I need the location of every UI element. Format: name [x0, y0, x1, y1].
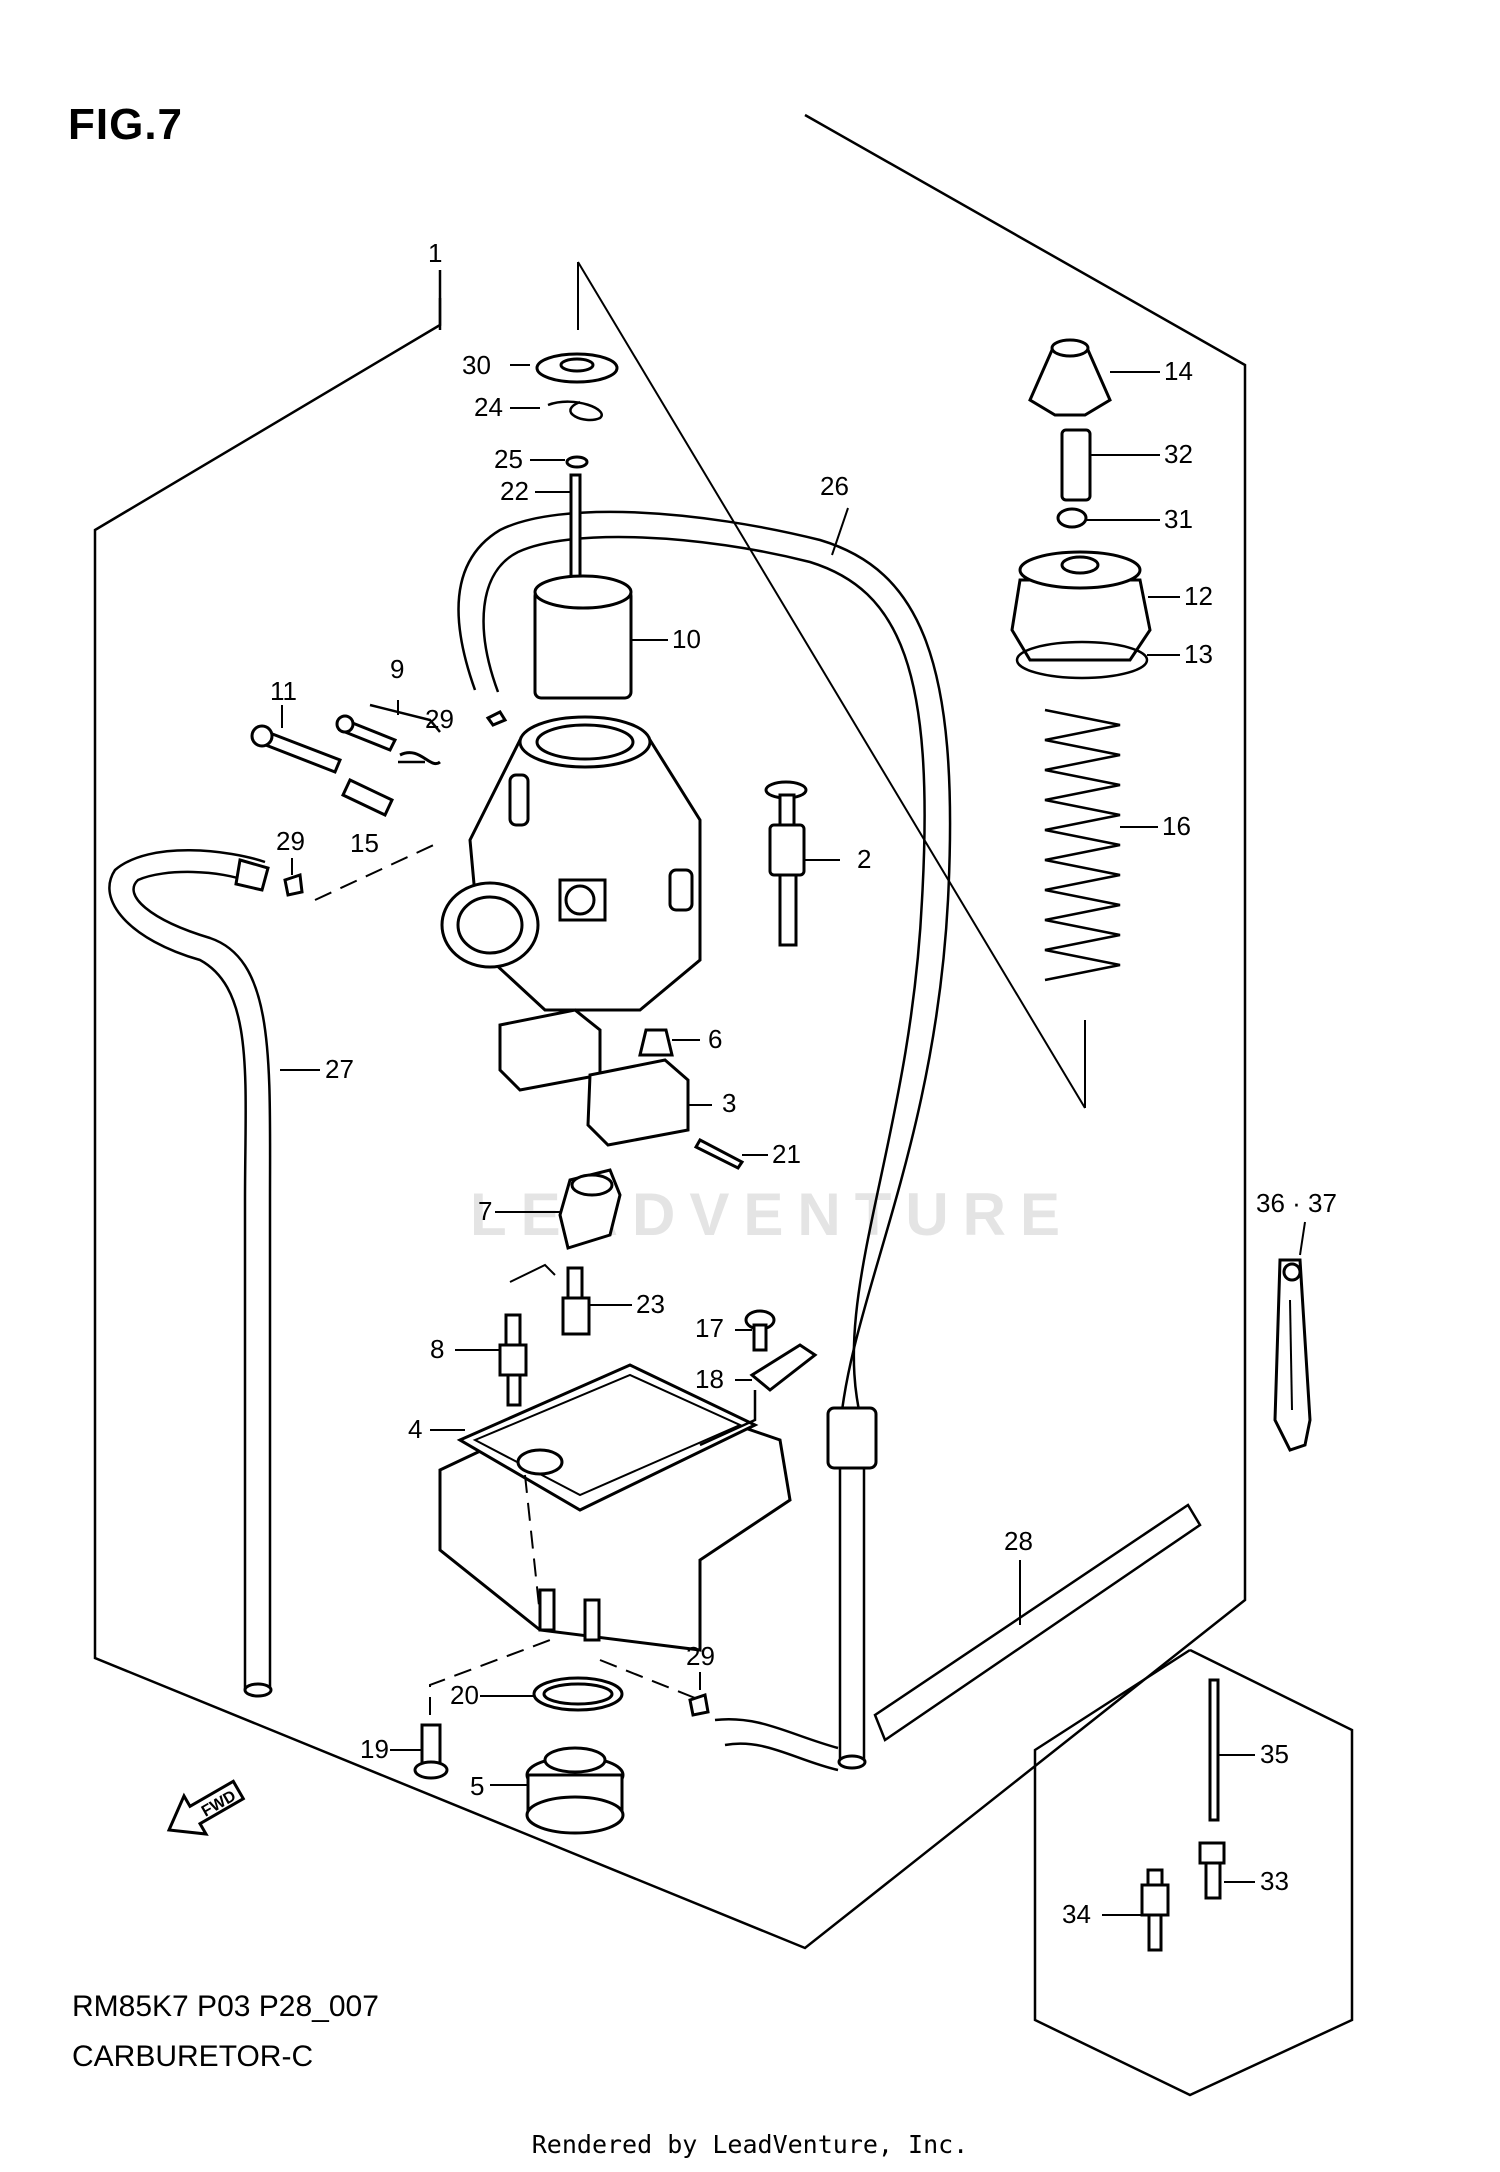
- section-name: CARBURETOR-C: [72, 2040, 314, 2073]
- callout-9: 9: [390, 654, 404, 684]
- valve-6: [638, 1028, 674, 1057]
- callout-25: 25: [494, 444, 523, 474]
- spring-16: [1044, 708, 1121, 982]
- screw-17: [744, 1309, 776, 1352]
- fwd-arrow-icon: FWD: [166, 1779, 246, 1836]
- nut-31: [1056, 507, 1088, 529]
- callout-36-37: 36 · 37: [1256, 1188, 1337, 1218]
- callout-30: 30: [462, 350, 491, 380]
- figure-title: FIG.7: [68, 100, 184, 149]
- rendered-by: Rendered by LeadVenture, Inc.: [531, 2130, 969, 2159]
- callout-29a: 29: [425, 704, 454, 734]
- callout-8: 8: [430, 1334, 444, 1364]
- callout-3: 3: [722, 1088, 736, 1118]
- callout-29b: 29: [276, 826, 305, 856]
- model-code: RM85K7 P03 P28_007: [72, 1990, 379, 2023]
- callout-6: 6: [708, 1024, 722, 1054]
- callout-12: 12: [1184, 581, 1213, 611]
- clip-24: [547, 400, 603, 422]
- assembly-outline: [93, 113, 1247, 1950]
- cable-clamp-36-37: [1273, 1258, 1312, 1452]
- callout-13: 13: [1184, 639, 1213, 669]
- callout-32: 32: [1164, 439, 1193, 469]
- callout-23: 23: [636, 1289, 665, 1319]
- callout-27: 27: [325, 1054, 354, 1084]
- callout-19: 19: [360, 1734, 389, 1764]
- spring-15: [341, 777, 394, 818]
- hose-28: [873, 1503, 1202, 1742]
- callout-1: 1: [428, 238, 442, 268]
- screw-19: [413, 1723, 449, 1780]
- callout-16: 16: [1162, 811, 1191, 841]
- callout-10: 10: [672, 624, 701, 654]
- callout-21: 21: [772, 1139, 801, 1169]
- hose-26-inner: [482, 535, 926, 1760]
- callout-14: 14: [1164, 356, 1193, 386]
- hose-26: [457, 510, 952, 1760]
- screw-9: [335, 714, 441, 766]
- drain-plug-5: [525, 1746, 625, 1835]
- cap-14: [1028, 348, 1112, 417]
- callout-33: 33: [1260, 1866, 1289, 1896]
- adjuster-32: [1060, 428, 1092, 502]
- subkit-outline: [1033, 1648, 1354, 2097]
- clip-29-b: [283, 872, 304, 897]
- clip-29-c: [688, 1693, 710, 1717]
- callout-5: 5: [470, 1771, 484, 1801]
- callout-20: 20: [450, 1680, 479, 1710]
- jet-33: [1198, 1841, 1226, 1900]
- float-bowl-4: [438, 1363, 792, 1652]
- cap-12: [1010, 550, 1152, 662]
- callout-35: 35: [1260, 1739, 1289, 1769]
- needle-35: [1208, 1678, 1220, 1822]
- callout-26: 26: [820, 471, 849, 501]
- callout-29c: 29: [686, 1641, 715, 1671]
- o-ring-13: [1015, 640, 1149, 680]
- clip-29-a: [485, 710, 508, 727]
- callout-15: 15: [350, 828, 379, 858]
- bracket-18: [749, 1343, 818, 1392]
- callout-18: 18: [695, 1364, 724, 1394]
- float-3: [498, 1008, 690, 1147]
- screw-11: [250, 724, 342, 774]
- pin-21: [693, 1138, 745, 1170]
- callout-28: 28: [1004, 1526, 1033, 1556]
- callout-22: 22: [500, 476, 529, 506]
- hose-27-inner: [132, 870, 272, 1690]
- jet-8: [498, 1313, 528, 1407]
- callout-2: 2: [857, 844, 871, 874]
- callout-34: 34: [1062, 1899, 1091, 1929]
- jet-23: [561, 1266, 591, 1336]
- callout-7: 7: [478, 1196, 492, 1226]
- hose-27: [108, 849, 266, 1690]
- callout-17: 17: [695, 1313, 724, 1343]
- carburetor-body: [440, 715, 702, 1012]
- callout-24: 24: [474, 392, 503, 422]
- clip-25: [565, 455, 589, 469]
- jet-34: [1140, 1868, 1170, 1952]
- pilot-screw-2: [764, 780, 808, 947]
- callout-11: 11: [270, 676, 297, 706]
- guide-line: [577, 261, 1086, 1109]
- callout-31: 31: [1164, 504, 1193, 534]
- callout-4: 4: [408, 1414, 422, 1444]
